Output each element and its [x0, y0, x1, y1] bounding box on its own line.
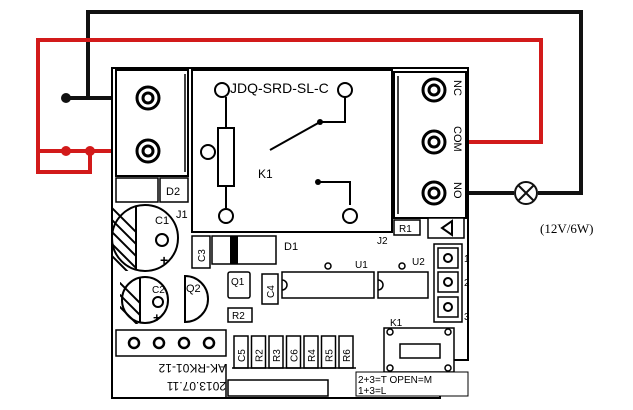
jumper-pin-3: 3 — [464, 312, 470, 323]
c4-label: C4 — [266, 285, 277, 298]
c1-label: C1 — [155, 215, 169, 227]
board-model-text: AK-RK01-12 — [158, 361, 226, 375]
k1-button-label: K1 — [390, 318, 403, 329]
black-input-dot — [61, 93, 71, 103]
row-component-label-r3: R3 — [272, 349, 283, 362]
c3-component — [191, 235, 211, 269]
row-component-label-r6: R6 — [342, 349, 353, 362]
mode-line-2: 1+3=L — [358, 386, 387, 397]
terminal-nc-label: NC — [451, 80, 463, 96]
u2-chip — [377, 271, 429, 299]
lamp-label: (12V/6W) — [540, 221, 593, 236]
q2-transistor — [184, 274, 209, 324]
red-junction-dot — [85, 146, 95, 156]
k1-button — [383, 327, 455, 373]
row-component-label-r5: R5 — [325, 349, 336, 362]
r1-component — [393, 219, 421, 236]
mode-text-box — [355, 371, 469, 397]
terminal-com-label: COM — [451, 126, 463, 152]
j1-label: J1 — [176, 209, 188, 221]
q1-minus: − — [236, 291, 243, 305]
relay-k1-label: K1 — [258, 167, 273, 181]
r1-label: R1 — [399, 224, 412, 235]
c3-label: C3 — [197, 249, 208, 262]
d1-label: D1 — [284, 241, 298, 253]
jumper-pin-1: 1 — [464, 254, 470, 265]
c4-component — [261, 273, 279, 305]
q1-label: Q1 — [231, 277, 245, 288]
c2-plus: + — [153, 310, 161, 325]
u1-label: U1 — [355, 260, 368, 271]
board-date-text: 2013.07.11 — [167, 379, 226, 393]
c1-capacitor — [111, 204, 179, 272]
c2-label: C2 — [152, 285, 165, 296]
d1-component — [211, 235, 277, 265]
d2-component — [115, 177, 159, 203]
q2-label: Q2 — [186, 283, 201, 295]
row-component-label-r4: R4 — [307, 349, 318, 362]
r2-component — [227, 307, 253, 323]
d2-label: D2 — [166, 186, 180, 198]
relay-model: JDQ-SRD-SL-C — [230, 80, 329, 96]
red-wire-bottom — [36, 151, 92, 174]
q1-component — [227, 271, 251, 299]
c1-plus: + — [160, 252, 168, 268]
jumper-pin-2: 2 — [464, 278, 470, 289]
lamp-icon — [514, 181, 538, 205]
u1-chip — [281, 271, 375, 299]
c2-capacitor — [120, 276, 169, 324]
r2-label: R2 — [232, 311, 245, 322]
row-component-label-c5: C5 — [237, 349, 248, 362]
relay-coil — [217, 127, 235, 187]
u2-label: U2 — [412, 257, 425, 268]
terminal-no-label: NO — [451, 182, 463, 199]
relay-switch-arm — [269, 97, 346, 151]
red-input-dot — [61, 146, 71, 156]
component-row: C5 R2 R3 C6 R4 R5 R6 — [233, 335, 354, 369]
row-component-label-r2: R2 — [255, 349, 266, 362]
j2-label: J2 — [377, 236, 388, 247]
mode-line-1: 2+3=T OPEN=M — [358, 375, 432, 386]
row-component-label-c6: C6 — [290, 349, 301, 362]
